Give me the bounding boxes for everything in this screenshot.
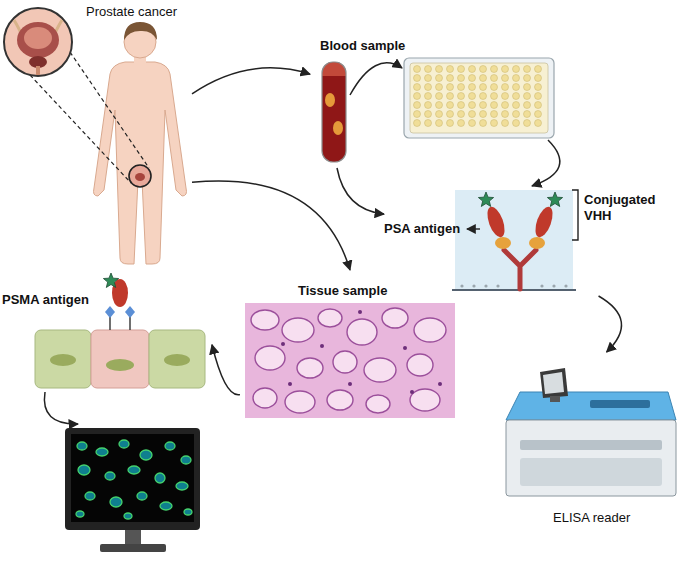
node-label: Prostate cancer [86, 4, 177, 20]
node-label: PSA antigen [384, 221, 460, 237]
node-label: PSMA antigen [2, 292, 89, 308]
flow-arrow [212, 345, 240, 395]
sample-panel: Blood sample [310, 34, 418, 168]
blood-tube [322, 62, 346, 162]
elisa-plate [404, 58, 554, 138]
flow-arrow [192, 68, 310, 94]
flow-arrow [532, 140, 560, 186]
leader-arrow [467, 228, 480, 229]
tissue-image [245, 303, 455, 418]
elisa-well [452, 190, 576, 290]
figure-panel: Prostate cancer [0, 0, 192, 268]
node-label: Tissue sample [298, 283, 387, 299]
flow-arrow [350, 63, 402, 95]
elisa-reader [506, 368, 676, 496]
flow-arrow [44, 392, 78, 424]
node-label: Conjugated VHH [584, 192, 678, 224]
cell-layer [35, 273, 205, 388]
node-label: ELISA reader [553, 510, 630, 526]
flow-arrow [192, 181, 350, 270]
node-label: Blood sample [320, 38, 405, 54]
monitor [65, 428, 200, 552]
staining-panel: PSMA antigen [0, 274, 212, 392]
instrument-panel: ELISA reader [495, 352, 681, 532]
assay-panel: PSA antigen Conjugated VHH [384, 170, 682, 296]
bracket [572, 190, 578, 240]
sample-panel: Tissue sample [240, 270, 460, 422]
flow-arrow [337, 168, 384, 214]
person-figure [94, 22, 187, 264]
prostate-inset [4, 8, 149, 183]
flow-arrow [599, 296, 622, 352]
